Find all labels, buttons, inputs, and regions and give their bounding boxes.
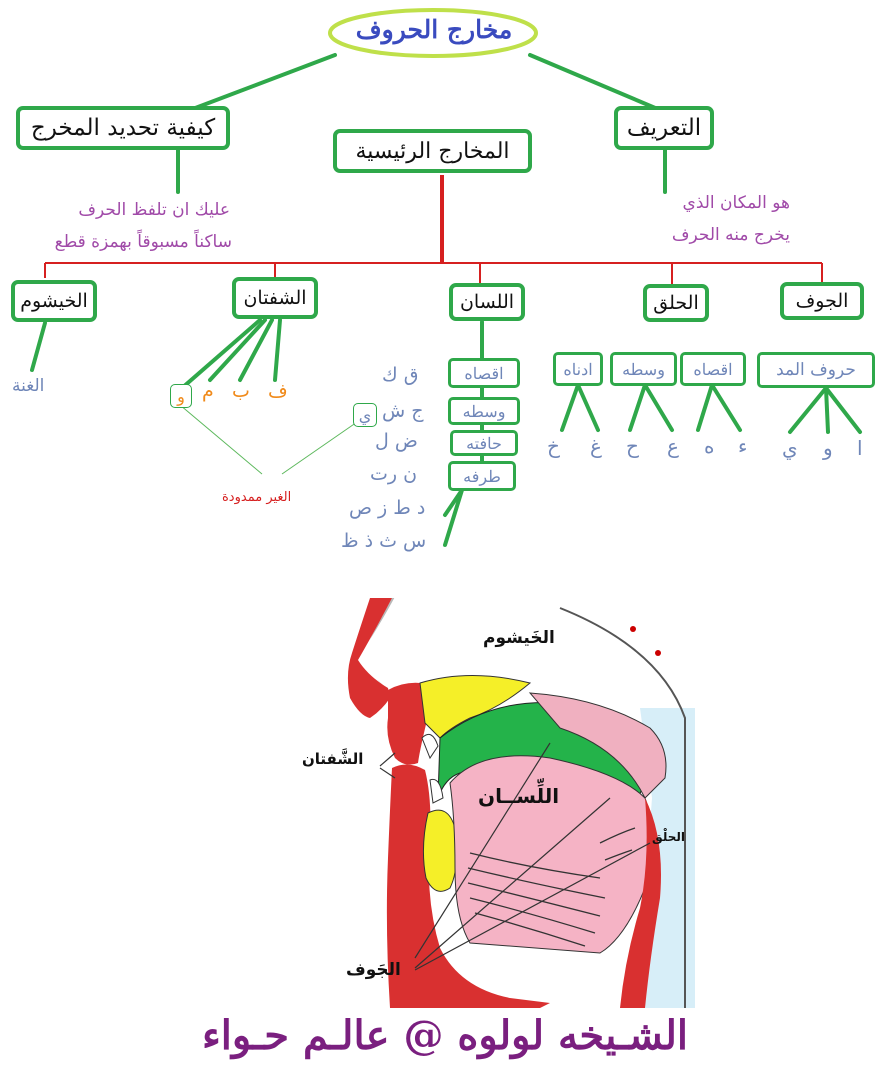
lisan-taraf-letters-3: س ث ذ ظ <box>341 530 427 552</box>
lisan-hafa-box: حافته <box>450 430 518 456</box>
lisan-taraf-box: طرفه <box>448 461 516 491</box>
lisan-hafa-label: حافته <box>466 433 502 453</box>
lisan-taraf-letters-1: ن رت <box>370 463 418 485</box>
shafatan-note: الغير ممدودة <box>222 490 292 505</box>
jawf-sub-label: حروف المد <box>776 360 856 380</box>
diagram-title: مخارج الحروف <box>355 15 513 44</box>
figure-label-lisan: اللِّســان <box>478 784 560 808</box>
definition-label: التعريف <box>626 115 702 141</box>
lisan-aqsa-letters: ق ك <box>382 364 419 386</box>
definition-box: التعريف <box>614 106 714 150</box>
category-shafatan: الشفتان <box>232 277 318 319</box>
jawf-letter-2: و <box>823 436 833 460</box>
lisan-hafa-letters: ض ل <box>375 430 418 452</box>
category-khayshum: الخيشوم <box>11 280 97 322</box>
halq-wasat-letter-2: ح <box>626 434 639 458</box>
jawf-sub-box: حروف المد <box>757 352 875 388</box>
halq-wasat-label: وسطه <box>622 359 665 379</box>
shafatan-waw-box: و <box>170 384 192 408</box>
halq-aqsa-label: اقصاه <box>693 359 733 379</box>
lisan-aqsa-label: اقصاه <box>464 363 504 383</box>
main-exits-label: المخارج الرئيسية <box>355 138 510 164</box>
figure-label-khayshum: الخَيشوم <box>483 628 555 648</box>
how-to-text-2: ساكناً مسبوقاً بهمزة قطع <box>54 232 232 252</box>
halq-aqsa-box: اقصاه <box>680 352 746 386</box>
shafatan-letter-2: ب <box>232 380 250 402</box>
footer-signature: الشـيخه لولوه @ عالـم حـواء <box>201 1012 688 1059</box>
figure-label-jawf: الجَوف <box>346 960 401 980</box>
lisan-wasat-letters: ج ش <box>382 400 424 422</box>
category-jawf: الجوف <box>780 282 864 320</box>
khayshum-text: الغنة <box>12 376 45 396</box>
halq-adna-letter-2: خ <box>547 434 560 458</box>
shafatan-letter-4: و <box>177 386 185 406</box>
lisan-wasat-label: وسطه <box>462 401 506 421</box>
jawf-letter-1: ا <box>857 436 863 460</box>
lisan-taraf-letters-2: د ط ز ص <box>349 497 426 519</box>
category-halq-label: الحلق <box>653 292 699 314</box>
figure-label-shafatan: الشَّفتان <box>302 750 364 768</box>
lisan-aqsa-box: اقصاه <box>448 358 520 388</box>
how-to-text-1: عليك ان تلفظ الحرف <box>78 200 230 220</box>
halq-adna-label: ادناه <box>563 359 593 379</box>
mouth-figure <box>300 598 695 1008</box>
lisan-wasat-extra-letter: ي <box>358 405 372 425</box>
shafatan-letter-3: م <box>202 380 214 402</box>
how-to-label: كيفية تحديد المخرج <box>30 115 216 141</box>
title-ellipse <box>328 8 538 58</box>
halq-aqsa-letter-1: ء <box>738 434 748 458</box>
how-to-box: كيفية تحديد المخرج <box>16 106 230 150</box>
category-jawf-label: الجوف <box>795 290 849 312</box>
lisan-taraf-label: طرفه <box>463 466 501 486</box>
category-lisan-label: اللسان <box>459 291 515 313</box>
lisan-wasat-box: وسطه <box>448 397 520 425</box>
halq-wasat-box: وسطه <box>610 352 677 386</box>
definition-text-1: هو المكان الذي <box>682 193 790 213</box>
figure-label-halq: الحلْق <box>652 830 685 844</box>
lisan-wasat-extra-box: ي <box>353 403 377 427</box>
category-halq: الحلق <box>643 284 709 322</box>
shafatan-letter-1: ف <box>268 380 288 402</box>
definition-text-2: يخرج منه الحرف <box>671 225 790 245</box>
jawf-letter-3: ي <box>782 436 798 460</box>
halq-wasat-letter-1: ع <box>667 434 679 458</box>
category-lisan: اللسان <box>449 283 525 321</box>
category-shafatan-label: الشفتان <box>243 287 307 309</box>
main-exits-box: المخارج الرئيسية <box>333 129 532 173</box>
halq-aqsa-letter-2: ه <box>704 434 715 458</box>
category-khayshum-label: الخيشوم <box>20 290 88 312</box>
halq-adna-box: ادناه <box>553 352 603 386</box>
halq-adna-letter-1: غ <box>590 434 602 458</box>
